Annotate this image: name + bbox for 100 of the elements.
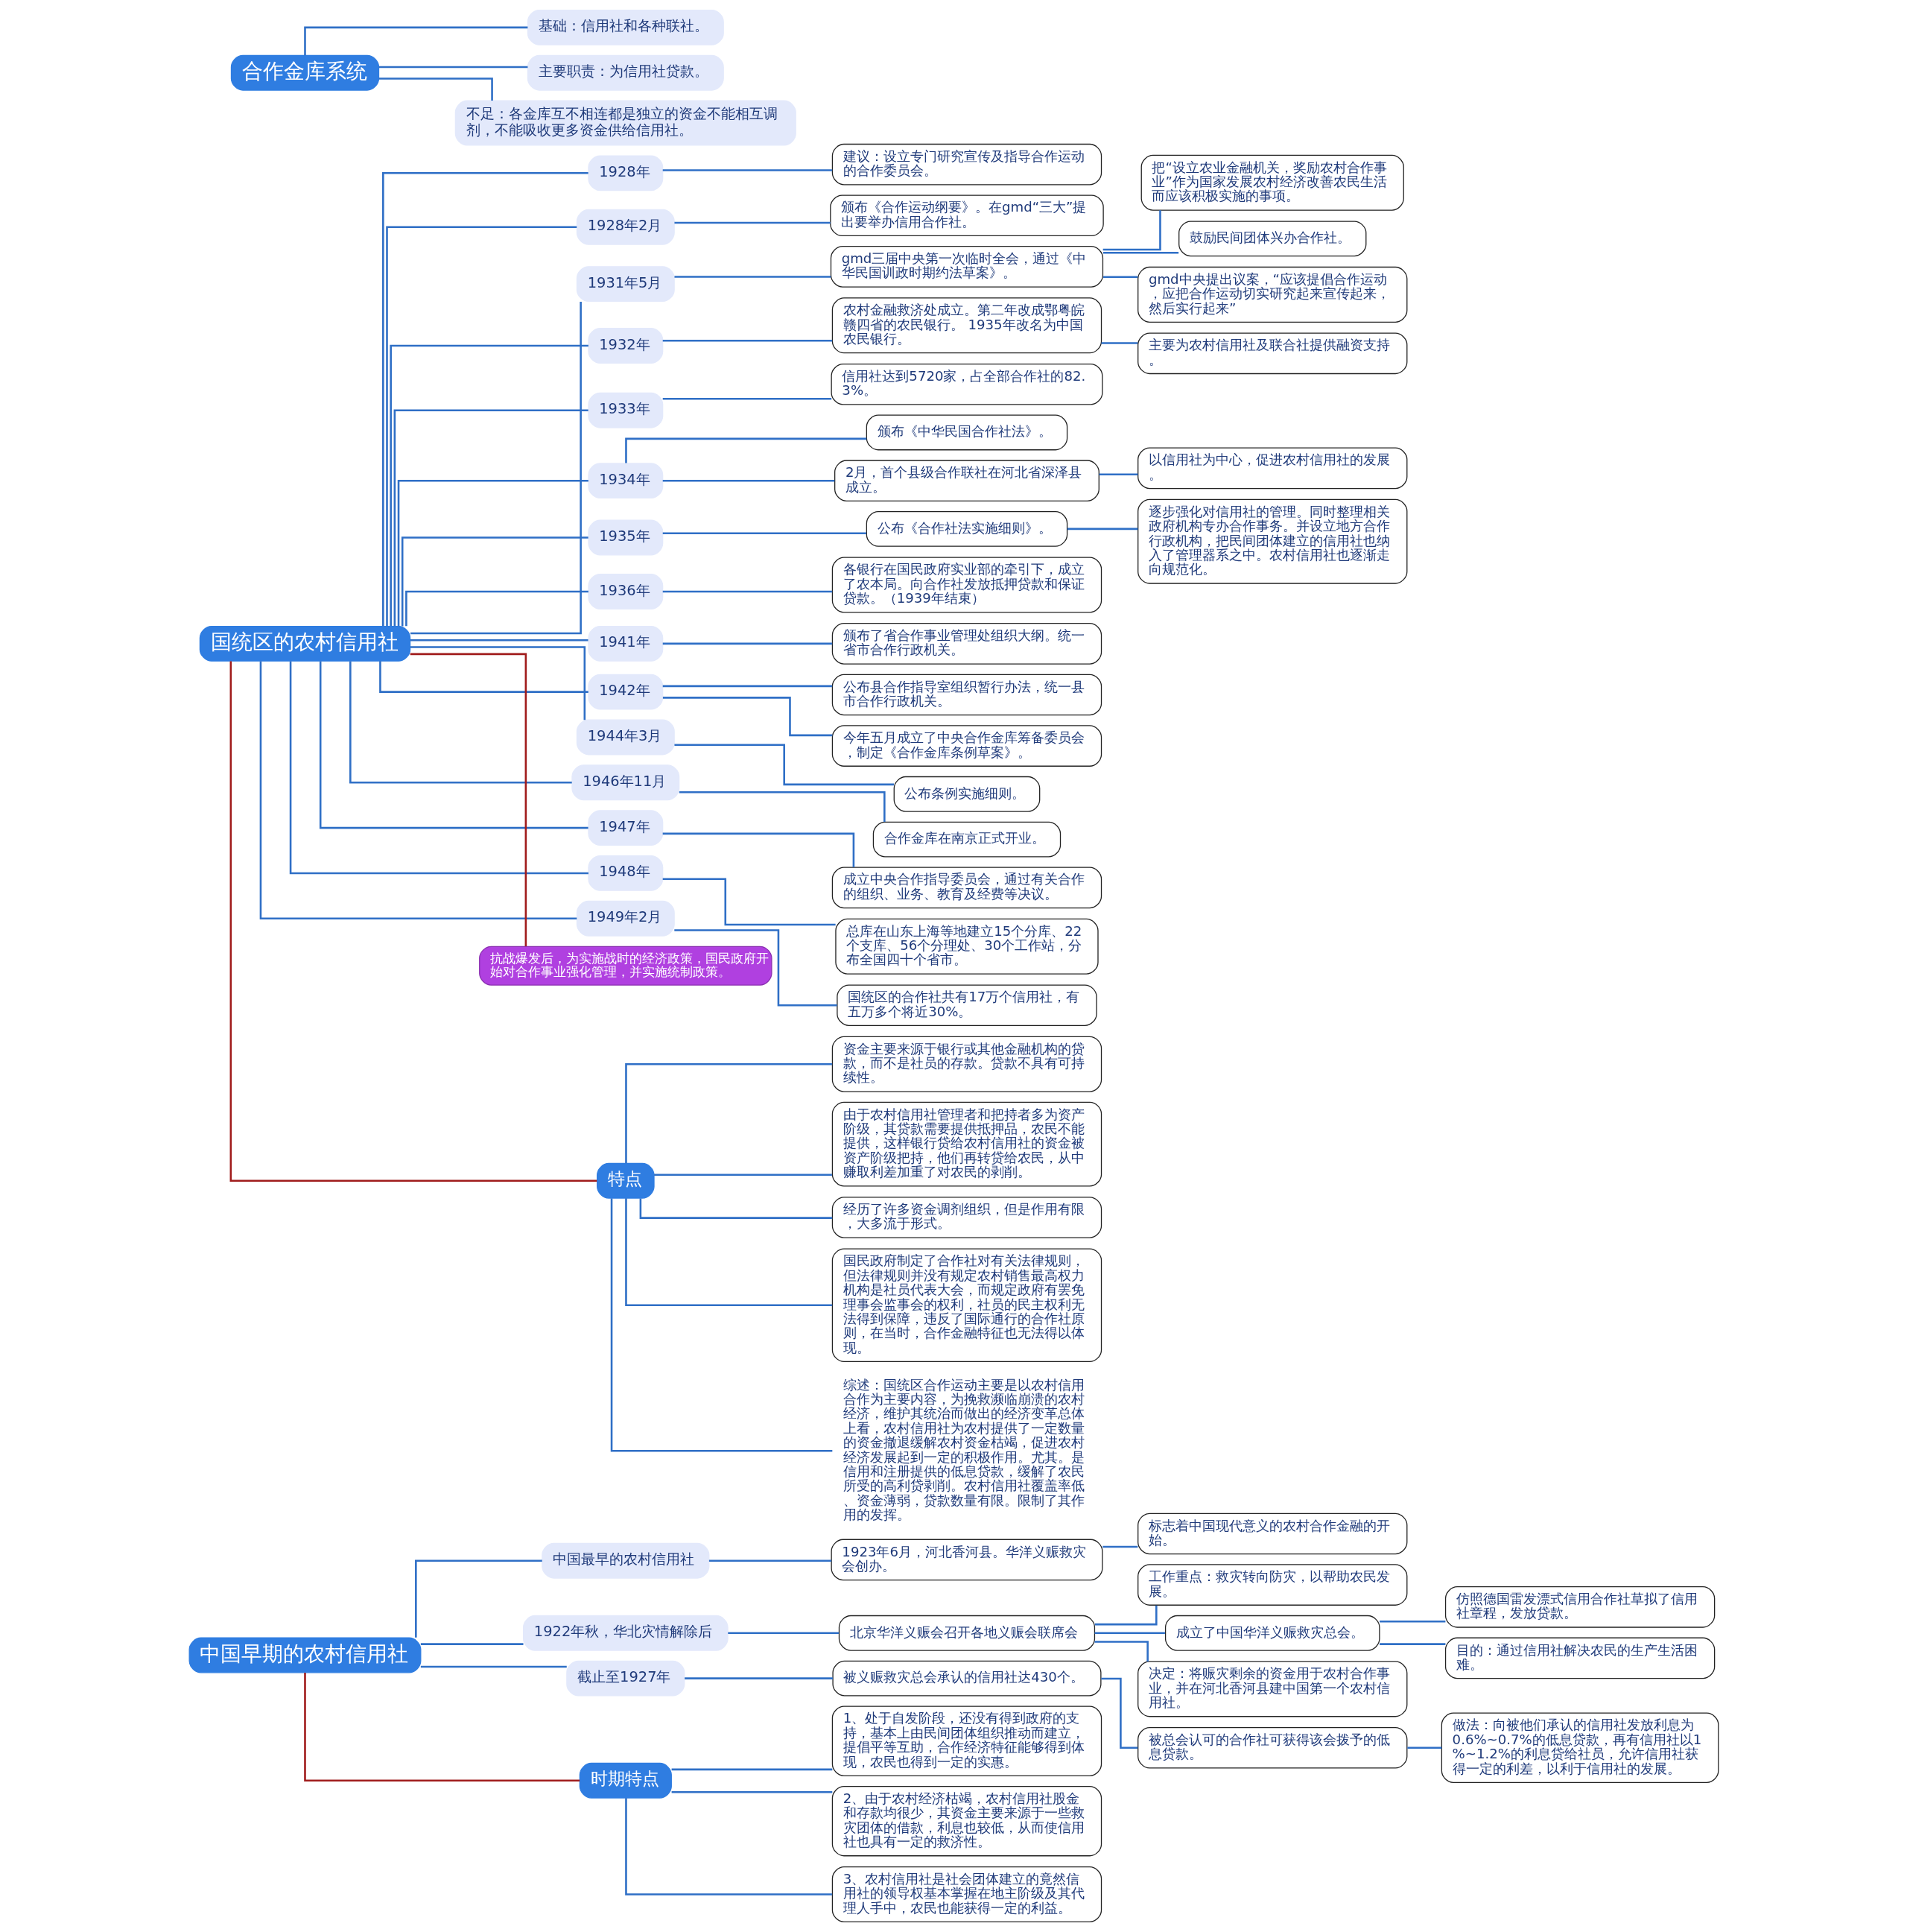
connector xyxy=(624,437,866,463)
connector xyxy=(653,1174,832,1176)
node-box: 1942年 xyxy=(587,674,663,710)
node-box: 总库在山东上海等地建立15个分库、22个支库、56个分理处、30个工作站，分布全国四十个省市。 xyxy=(834,918,1099,975)
node-box: 合作金库系统 xyxy=(230,54,379,91)
connector xyxy=(1094,1605,1158,1626)
connector xyxy=(662,832,854,867)
node-box: 3、农村信用社是社会团体建立的竟然信用社的领导权基本掌握在地主阶级及其代理人手中，农民也能获得一定的利益。 xyxy=(831,1866,1102,1923)
node-box: 1934年 xyxy=(587,463,663,499)
node-box: 仿照德国雷发漂式信用合作社草拟了信用社章程，发放贷款。 xyxy=(1444,1586,1715,1628)
connector xyxy=(420,1643,523,1645)
connector xyxy=(410,646,586,720)
node-box: 颁布《中华民国合作社法》。 xyxy=(866,414,1067,451)
node-box: 中国最早的农村信用社 xyxy=(541,1542,709,1579)
node-box: 由于农村信用社管理者和把持者多为资产阶级，其贷款需要提供抵押品，农民不能提供，这样银行贷给农村信用社的资金被资产阶级把持，他们再转贷给农民，从中赚取利差加重了对农民的剥削。 xyxy=(831,1101,1102,1187)
connector xyxy=(420,1665,567,1668)
connector xyxy=(662,339,832,342)
node-box: 1948年 xyxy=(587,855,663,891)
connector xyxy=(393,409,588,627)
connector xyxy=(671,1768,832,1771)
connector xyxy=(662,397,831,400)
node-box: 1928年 xyxy=(587,155,663,191)
node-box: 1935年 xyxy=(587,519,663,556)
connector xyxy=(662,169,832,171)
node-box: 1947年 xyxy=(587,810,663,846)
node-box: 1949年2月 xyxy=(576,900,675,937)
connector xyxy=(662,479,834,482)
connector xyxy=(410,639,588,642)
connector xyxy=(708,1559,831,1562)
node-box: 1933年 xyxy=(587,392,663,428)
node-box: 逐步强化对信用社的管理。同时整理相关政府机构专办合作事务。并设立地方合作行政机构，把民间团体建立的信用社也纳入了管理器系之中。农村信用社也逐渐走向规范化。 xyxy=(1137,498,1407,584)
node-box: 经历了许多资金调剂组织，但是作用有限，大多流于形式。 xyxy=(831,1197,1102,1238)
connector xyxy=(610,1198,832,1452)
node-box: 被总会认可的合作社可获得该会拨予的低息贷款。 xyxy=(1137,1726,1407,1769)
node-box: 基础：信用社和各种联社。 xyxy=(527,9,724,45)
node-box: 1922年秋，华北灾情解除后 xyxy=(522,1615,729,1651)
node-box: 颁布了省合作事业管理处组织大纲。统一省市合作行政机关。 xyxy=(831,623,1102,665)
connector xyxy=(673,221,831,224)
node-box: 主要职责：为信用社贷款。 xyxy=(527,54,724,91)
connector xyxy=(319,661,588,829)
node-box: 成立了中国华洋义赈救灾总会。 xyxy=(1164,1615,1380,1651)
node-box: 抗战爆发后，为实施战时的经济政策，国民政府开始对合作事业强化管理，并实施统制政策。 xyxy=(478,946,772,986)
connector xyxy=(662,878,836,926)
connector xyxy=(1101,342,1137,344)
connector xyxy=(303,26,527,56)
connector xyxy=(410,653,527,946)
connector xyxy=(662,685,832,688)
connector xyxy=(1406,1746,1441,1749)
connector xyxy=(378,661,588,693)
connector xyxy=(229,661,597,1182)
connector xyxy=(349,661,572,784)
node-box: 信用社达到5720家，占全部合作社的82.3%。 xyxy=(831,363,1102,405)
node-box: 农村金融救济处成立。第二年改成鄂粤皖赣四省的农民银行。 1935年改名为中国农民银行。 xyxy=(831,297,1102,354)
connector xyxy=(303,1672,580,1782)
connector xyxy=(397,479,588,627)
node-box: 中国早期的农村信用社 xyxy=(188,1637,421,1673)
node-box: 合作金库在南京正式开业。 xyxy=(872,821,1061,858)
node-box: gmd三届中央第一次临时全会，通过《中华民国训政时期约法草案》。 xyxy=(830,246,1103,288)
node-box: 鼓励民间团体兴办合作社。 xyxy=(1178,221,1366,257)
connector xyxy=(662,532,866,534)
connector xyxy=(1102,210,1161,251)
connector xyxy=(662,590,832,593)
node-box: 今年五月成立了中央合作金库筹备委员会，制定《合作金库条例草案》。 xyxy=(831,725,1102,767)
node-box: 2、由于农村经济枯竭，农村信用社股金和存款均很少，其资金主要来源于一些救灾团体的借款，利息也较低，从而使信用社也具有一定的救济性。 xyxy=(831,1785,1102,1857)
connector xyxy=(404,590,588,627)
connector xyxy=(624,1198,832,1307)
connector xyxy=(727,1632,839,1635)
node-box: 时期特点 xyxy=(579,1762,672,1799)
connector xyxy=(385,226,577,627)
connector xyxy=(1094,1632,1165,1635)
connector xyxy=(673,276,831,278)
node-box: 资金主要来源于银行或其他金融机构的贷款，而不是社员的存款。贷款不具有可持续性。 xyxy=(831,1036,1102,1092)
node-box: 1936年 xyxy=(587,574,663,609)
node-box: 1、处于自发阶段，还没有得到政府的支持，基本上由民间团体组织推动而建立，提倡平等互助，合作经济特征能够得到体现，农民也得到一定的实惠。 xyxy=(831,1705,1102,1776)
node-box: 1941年 xyxy=(587,625,663,662)
node-text: 综述：国统区合作运动主要是以农村信用合作为主要内容，为挽救濒临崩溃的农村经济，维护其统治而做出的经济变革总体上看，农村信用社为农村提供了一定数量的资金撤退缓解农村资金枯竭，促进农村经济发展起到一定的积极作用。尤其。是信用和注册提供的低息贷款，缓解了农民所受的高利贷剥削。农村信用社覆盖率低、资金薄弱，贷款数量有限。限制了其作用的发挥。 xyxy=(843,1376,1085,1523)
node-box: 国统区的合作社共有17万个信用社，有五万多个将近30%。 xyxy=(836,984,1097,1027)
node-box: 公布条例实施细则。 xyxy=(893,776,1040,812)
node-box: 公布县合作指导室组织暂行办法，统一县市合作行政机关。 xyxy=(831,674,1102,716)
connector xyxy=(673,929,837,1007)
connector xyxy=(259,661,577,920)
connector xyxy=(662,642,832,645)
connector xyxy=(378,66,527,69)
node-box: 标志着中国现代意义的农村合作金融的开始。 xyxy=(1137,1513,1407,1555)
node-box: 国统区的农村信用社 xyxy=(199,625,410,662)
node-box: 工作重点：救灾转向防灾，以帮助农民发展。 xyxy=(1137,1564,1407,1606)
connector xyxy=(401,536,588,627)
node-box: 1928年2月 xyxy=(576,209,675,245)
node-box: 成立中央合作指导委员会，通过有关合作的组织、业务、教育及经费等决议。 xyxy=(831,867,1102,909)
node-box: 各银行在国民政府实业部的牵引下，成立了农本局。向合作社发放抵押贷款和保证贷款。（1939年结束） xyxy=(831,557,1102,613)
node-box: 颁布《合作运动纲要》。在gmd“三大”提出要举办信用合作社。 xyxy=(829,194,1104,237)
node-box: 建议：设立专门研究宣传及指导合作运动的合作委员会。 xyxy=(831,143,1102,186)
connector xyxy=(673,744,894,786)
node-box: 2月，首个县级合作联社在河北省深泽县成立。 xyxy=(834,460,1100,501)
node-box: 把“设立农业金融机关，奖励农村合作事业”作为国家发展农村经济改善农民生活而应该积极实施的事项。 xyxy=(1140,154,1404,211)
node-box: 做法：向被他们承认的信用社发放利息为0.6%~0.7%的低息贷款，再有信用社以1%~1.2%的利息贷给社员，允许信用社获得一定的利差，以利于信用社的发展。 xyxy=(1441,1712,1719,1784)
node-box: 北京华洋义赈会召开各地义赈会联席会 xyxy=(838,1615,1095,1651)
node-box: 公布《合作社法实施细则》。 xyxy=(866,510,1067,547)
connector xyxy=(1067,528,1137,530)
connector xyxy=(389,344,588,627)
